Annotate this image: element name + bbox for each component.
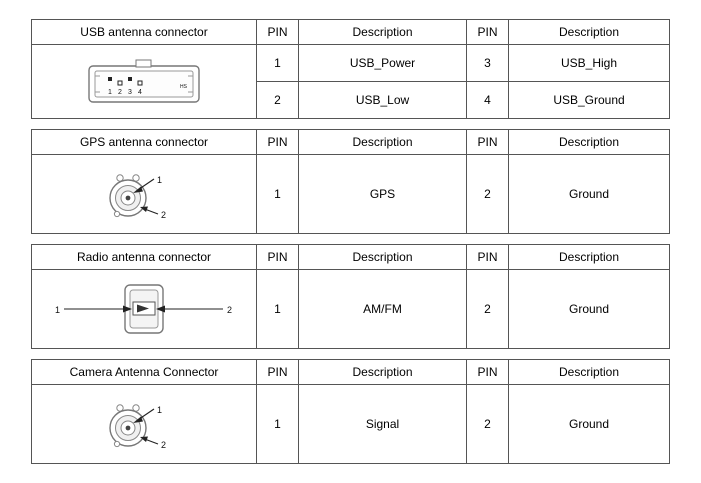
pin-cell: 1 bbox=[256, 384, 299, 464]
coax-pin-label-1: 1 bbox=[157, 175, 162, 185]
table-title: GPS antenna connector bbox=[31, 129, 257, 155]
gps-antenna-table: GPS antenna connector PIN Description PI… bbox=[31, 129, 670, 234]
col-header-description: Description bbox=[298, 359, 467, 385]
table-row: 2 USB_Low 4 USB_Ground bbox=[32, 81, 670, 119]
coax-pin-label-2: 2 bbox=[161, 440, 166, 450]
pin-cell: 4 bbox=[466, 81, 509, 119]
pin-cell: 2 bbox=[256, 81, 299, 119]
pin-cell: 2 bbox=[466, 384, 509, 464]
col-header-description: Description bbox=[508, 244, 670, 270]
usb-pin-label-3: 3 bbox=[128, 89, 132, 96]
col-header-description: Description bbox=[508, 129, 670, 155]
usb-pin-label-2: 2 bbox=[118, 89, 122, 96]
camera-antenna-table: Camera Antenna Connector PIN Description… bbox=[31, 359, 670, 464]
coax-pin-label-2: 2 bbox=[161, 210, 166, 220]
usb-pin-label-4: 4 bbox=[138, 89, 142, 96]
table-row: 1 2 1 GPS 2 Ground bbox=[31, 154, 670, 234]
pin-cell: 1 bbox=[256, 44, 299, 82]
col-header-description: Description bbox=[298, 129, 467, 155]
radio-pin-label-2: 2 bbox=[227, 305, 232, 315]
col-header-pin: PIN bbox=[256, 129, 299, 155]
radio-pin-label-1: 1 bbox=[55, 305, 60, 315]
coax-connector-icon: 1 2 bbox=[109, 174, 166, 220]
camera-connector-diagram: 1 2 bbox=[31, 384, 257, 464]
description-cell: GPS bbox=[298, 154, 467, 234]
col-header-pin: PIN bbox=[256, 244, 299, 270]
description-cell: Signal bbox=[298, 384, 467, 464]
description-cell: USB_Low bbox=[298, 81, 467, 119]
col-header-description: Description bbox=[298, 19, 467, 45]
usb-pin-label-1: 1 bbox=[108, 89, 112, 96]
table-row: 1 2 3 4 HS 1 USB_Power 3 USB_High bbox=[31, 44, 670, 119]
description-cell: USB_High bbox=[508, 44, 670, 82]
table-title: USB antenna connector bbox=[31, 19, 257, 45]
manual-page: USB antenna connector PIN Description PI… bbox=[31, 19, 670, 464]
description-cell: Ground bbox=[508, 384, 670, 464]
pin-cell: 2 bbox=[466, 269, 509, 349]
pin-cell: 3 bbox=[466, 44, 509, 82]
table-header-row: Radio antenna connector PIN Description … bbox=[31, 244, 670, 270]
usb-connector-diagram: 1 2 3 4 HS bbox=[31, 44, 257, 119]
description-cell: Ground bbox=[508, 154, 670, 234]
usb-connector-icon: 1 2 3 4 HS bbox=[88, 59, 200, 103]
col-header-pin: PIN bbox=[466, 19, 509, 45]
table-header-row: USB antenna connector PIN Description PI… bbox=[31, 19, 670, 45]
col-header-description: Description bbox=[508, 19, 670, 45]
table-row: 1 2 1 Signal 2 Ground bbox=[31, 384, 670, 464]
description-cell: USB_Ground bbox=[508, 81, 670, 119]
col-header-pin: PIN bbox=[256, 359, 299, 385]
table-header-row: GPS antenna connector PIN Description PI… bbox=[31, 129, 670, 155]
usb-antenna-table: USB antenna connector PIN Description PI… bbox=[31, 19, 670, 119]
pin-cell: 2 bbox=[466, 154, 509, 234]
radio-connector-icon: 1 2 bbox=[55, 284, 232, 334]
description-cell: AM/FM bbox=[298, 269, 467, 349]
description-cell: USB_Power bbox=[298, 44, 467, 82]
coax-pin-label-1: 1 bbox=[157, 405, 162, 415]
usb-logo-text: HS bbox=[180, 84, 188, 90]
col-header-description: Description bbox=[508, 359, 670, 385]
col-header-pin: PIN bbox=[466, 244, 509, 270]
col-header-pin: PIN bbox=[256, 19, 299, 45]
table-header-row: Camera Antenna Connector PIN Description… bbox=[31, 359, 670, 385]
table-row: 1 2 1 AM/FM 2 Ground bbox=[31, 269, 670, 349]
description-cell: Ground bbox=[508, 269, 670, 349]
table-title: Radio antenna connector bbox=[31, 244, 257, 270]
col-header-pin: PIN bbox=[466, 129, 509, 155]
coax-connector-icon: 1 2 bbox=[109, 404, 166, 450]
radio-connector-diagram: 1 2 bbox=[31, 269, 257, 349]
col-header-pin: PIN bbox=[466, 359, 509, 385]
gps-connector-diagram: 1 2 bbox=[31, 154, 257, 234]
table-title: Camera Antenna Connector bbox=[31, 359, 257, 385]
radio-antenna-table: Radio antenna connector PIN Description … bbox=[31, 244, 670, 349]
col-header-description: Description bbox=[298, 244, 467, 270]
pin-cell: 1 bbox=[256, 154, 299, 234]
pin-cell: 1 bbox=[256, 269, 299, 349]
